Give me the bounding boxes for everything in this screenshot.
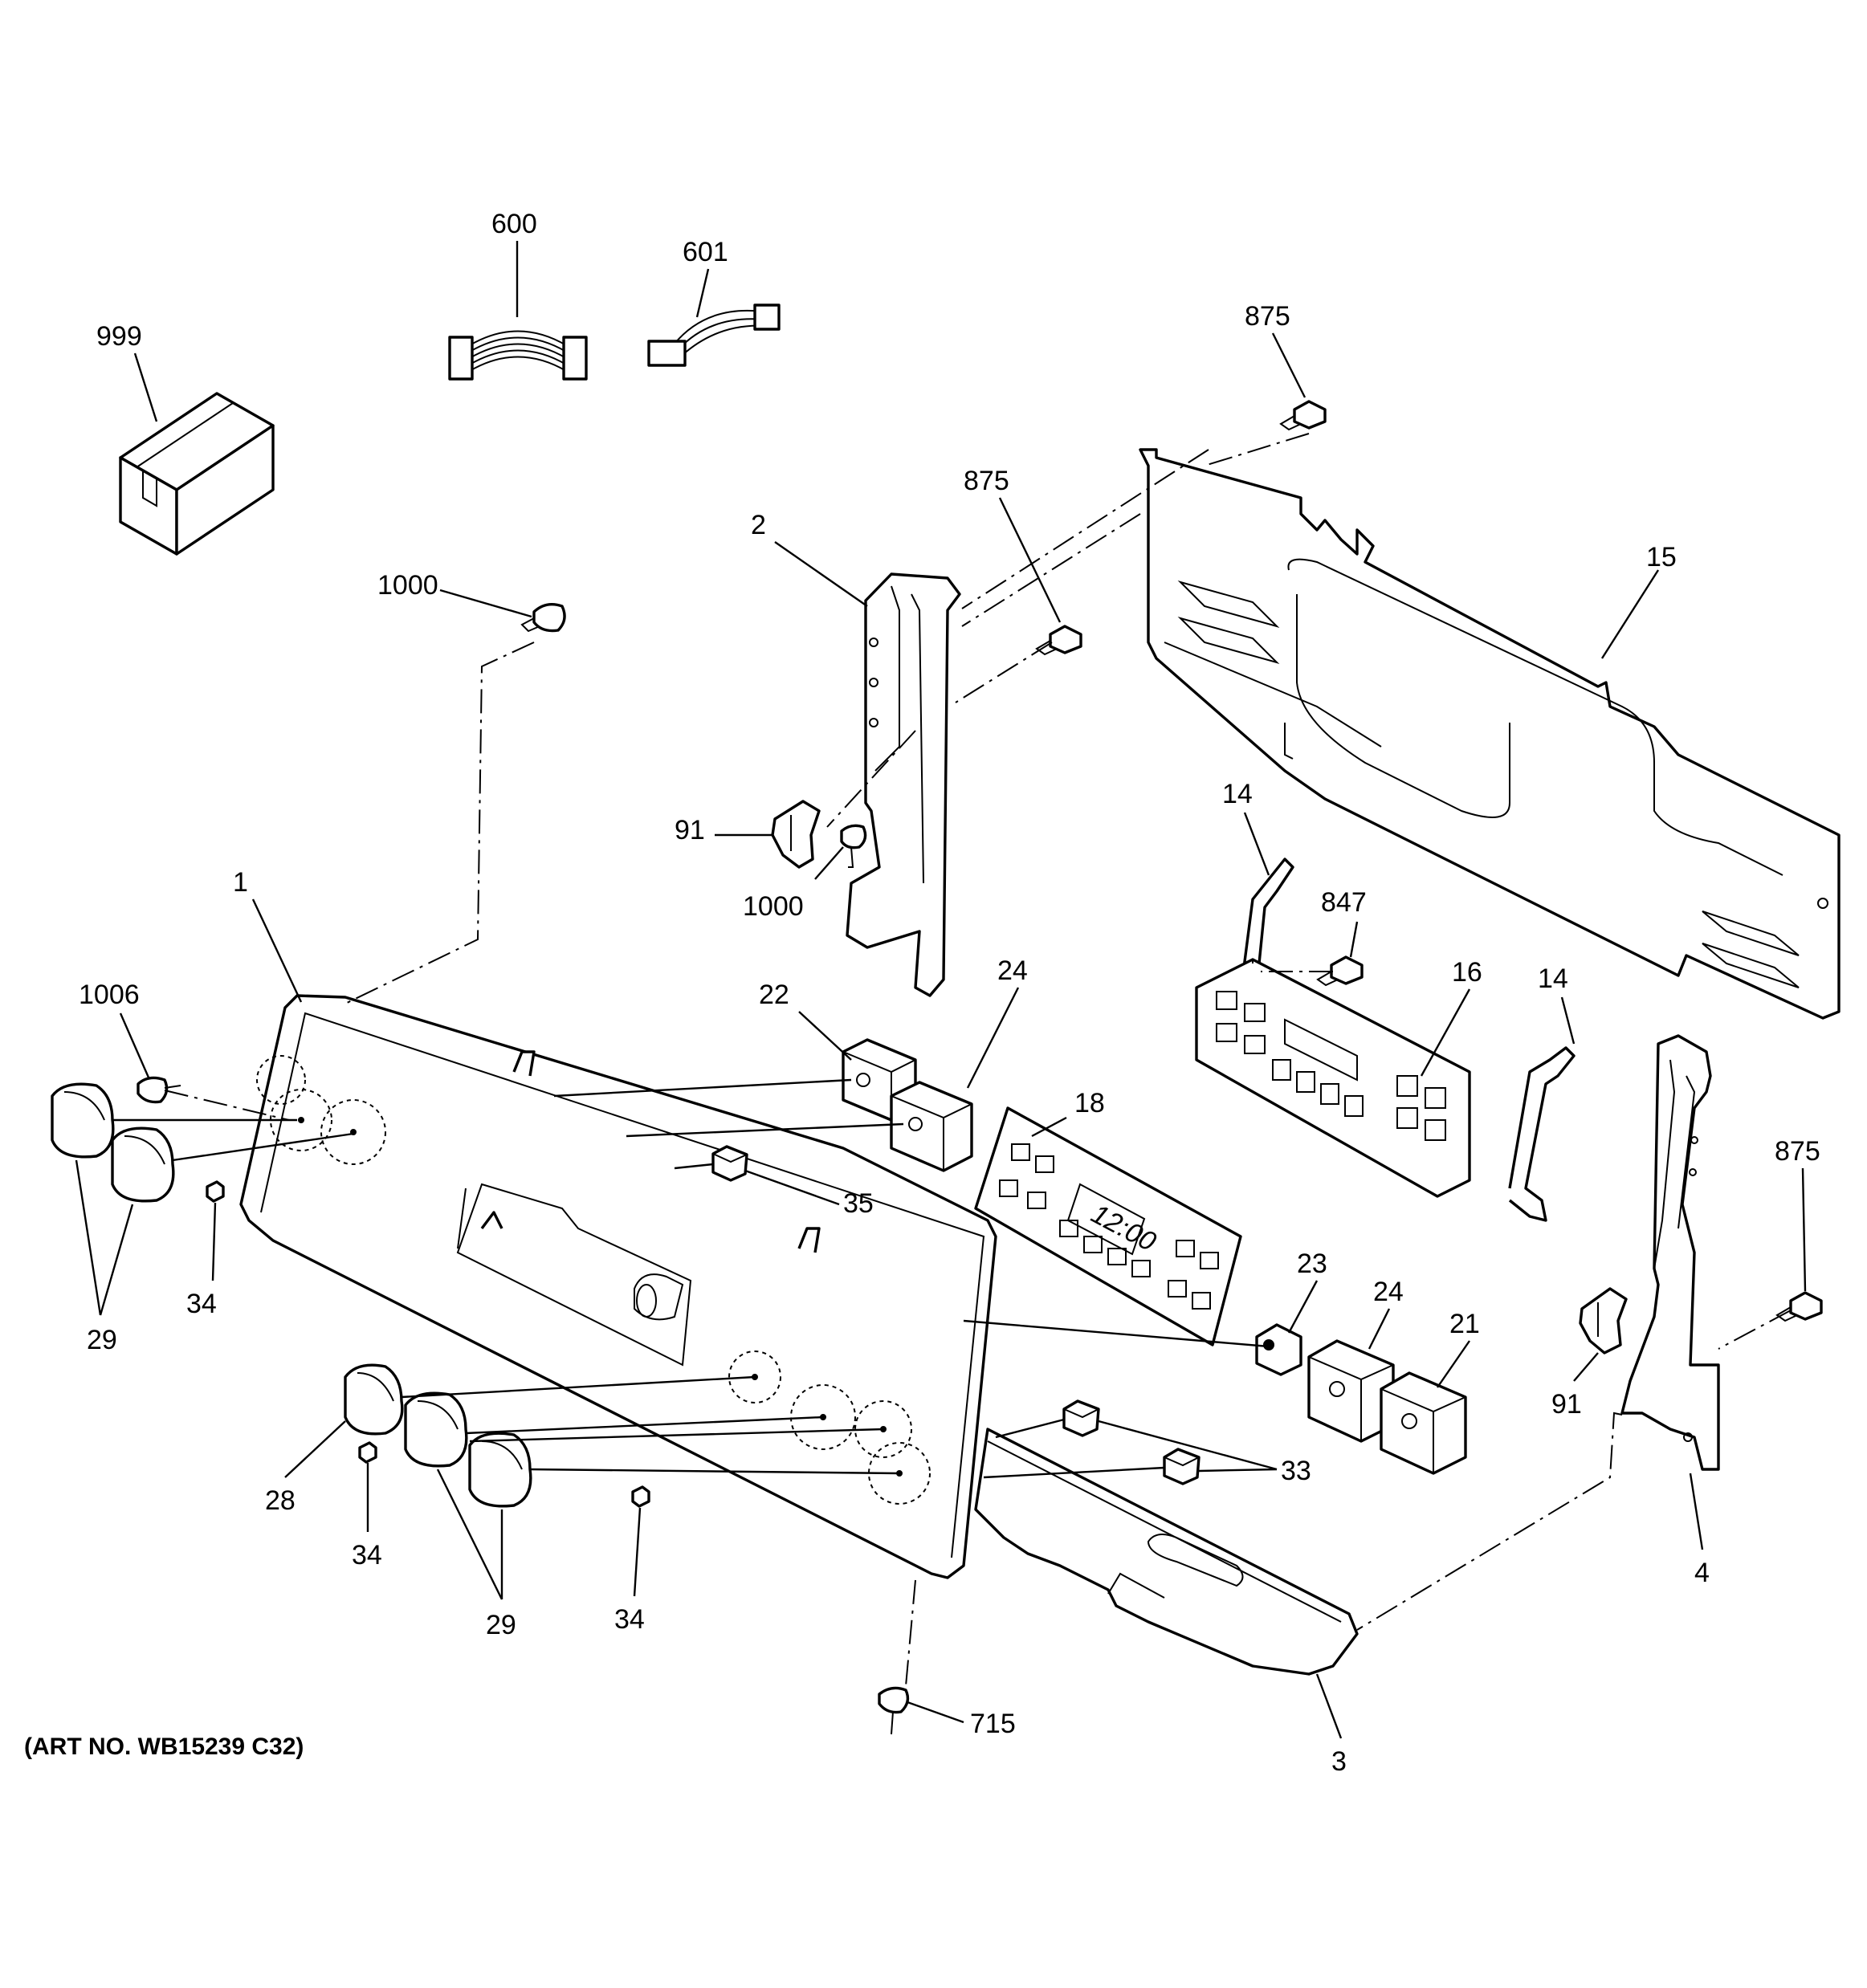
callout-33: 33 [1281,1456,1311,1486]
part-847-screw [1316,955,1364,987]
control-panel-dials-left [256,1055,386,1165]
callout-34-right: 34 [614,1604,645,1635]
callout-3: 3 [1331,1746,1347,1777]
part-600-ribbon-harness [448,330,588,381]
callout-24-mid: 24 [1373,1277,1404,1307]
part-24-infinite-switch-top [890,1081,973,1172]
art-number-label: (ART NO. WB15239 C32) [24,1733,304,1760]
callout-600: 600 [491,209,537,239]
callout-1000-top: 1000 [377,570,438,601]
part-29-knob-left-lower [111,1126,175,1203]
part-18-keypad-overlay: 12:00 [974,1106,1242,1346]
part-34-screw-right [631,1485,650,1508]
part-91-clip-left [771,800,821,869]
callout-34-left: 34 [186,1289,217,1319]
leader-lines [75,241,1807,1739]
part-3-lower-trim [974,1428,1359,1676]
callout-14-right: 14 [1538,963,1568,994]
callout-715: 715 [970,1709,1016,1739]
callout-29-left: 29 [87,1325,117,1355]
callout-91-right: 91 [1551,1389,1582,1420]
part-875-screw-mid [1035,625,1082,656]
callout-875-right: 875 [1775,1136,1820,1167]
control-panel-dials-right [728,1350,931,1505]
part-1000-screw-mid [840,824,867,868]
part-1000-screw-top [520,603,566,633]
part-715-screw [878,1686,910,1735]
part-91-clip-right [1579,1287,1628,1355]
callout-14-left: 14 [1222,779,1253,809]
part-14-bracket-right [1508,1046,1576,1222]
callout-16: 16 [1452,957,1482,988]
callout-4: 4 [1694,1558,1710,1588]
part-1006-screw [137,1076,181,1104]
part-33-indicator-light-lower [1163,1448,1201,1485]
callout-15: 15 [1646,542,1677,572]
part-23-switch [1255,1323,1302,1376]
callout-847: 847 [1321,887,1367,918]
callout-875-mid: 875 [964,466,1009,496]
callout-1: 1 [233,867,248,898]
callout-34-mid: 34 [352,1540,382,1570]
part-2-left-end-bracket [846,572,961,997]
part-34-screw-mid [358,1441,377,1464]
callout-28: 28 [265,1485,296,1516]
callout-21: 21 [1449,1309,1480,1339]
callout-875-top: 875 [1245,301,1290,332]
part-29-knob-mid-upper [404,1391,468,1468]
part-29-knob-mid-lower [468,1432,532,1508]
callout-1006: 1006 [79,980,140,1010]
assembly-guide-lines [164,433,1792,1687]
callout-999: 999 [96,321,142,352]
part-999-literature-box [119,392,275,556]
callout-18: 18 [1074,1088,1105,1118]
part-875-screw-right [1775,1291,1823,1322]
part-15-rear-cover-panel [1139,448,1841,1020]
callout-2: 2 [751,510,766,540]
part-34-screw-left [206,1180,225,1203]
callout-24-top: 24 [997,955,1028,986]
control-board-buttons [1216,991,1446,1141]
callout-1000-mid: 1000 [743,891,804,922]
part-4-right-end-bracket [1620,1034,1720,1471]
part-16-control-board [1195,958,1471,1198]
part-875-screw-top [1279,400,1327,431]
callout-labels: 999 600 601 875 15 875 2 1000 91 1000 14… [79,209,1820,1777]
part-601-wire-harness [647,303,781,367]
part-21-infinite-switch [1380,1371,1467,1475]
callout-91-left: 91 [675,815,705,845]
callout-29-mid: 29 [486,1610,516,1640]
part-29-knob-left-upper [51,1082,115,1159]
part-35-indicator-light [711,1145,748,1182]
callout-35: 35 [843,1188,874,1219]
callout-22: 22 [759,980,789,1010]
part-33-indicator-light-upper [1062,1399,1100,1437]
part-28-knob [344,1363,404,1436]
callout-23: 23 [1297,1249,1327,1279]
callout-601: 601 [683,237,728,267]
